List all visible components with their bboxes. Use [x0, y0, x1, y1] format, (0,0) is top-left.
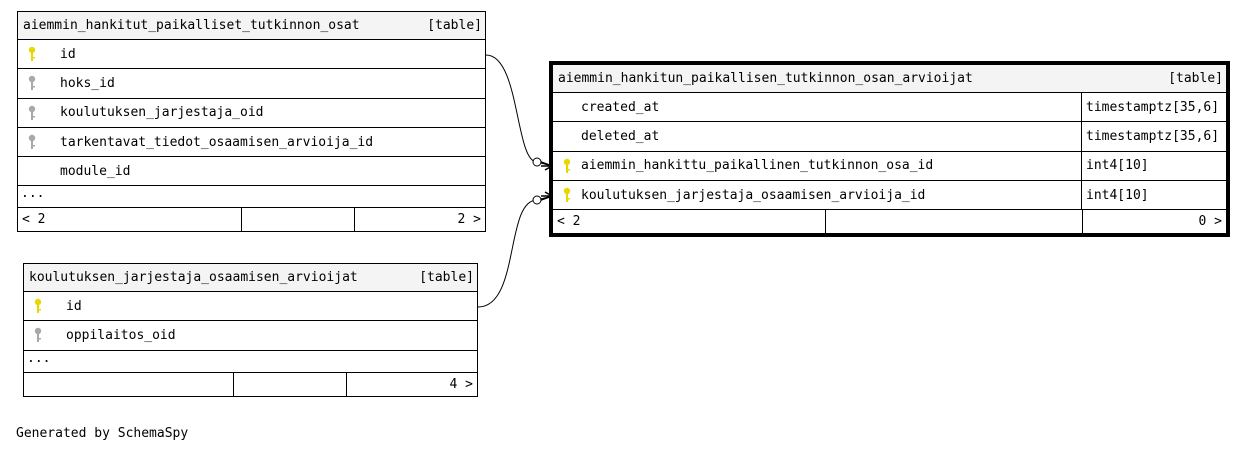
parents-count[interactable]: [24, 372, 234, 396]
column-name: module_id: [60, 163, 131, 179]
relationship-optional-marker-osa: [532, 157, 542, 167]
column-row[interactable]: id: [18, 40, 485, 70]
relationship-line-osa: [485, 54, 553, 167]
table-kind: [table]: [419, 270, 474, 285]
relationship-crowfoot-arvioija: [540, 191, 553, 201]
column-name: id: [66, 298, 82, 314]
rows-count: [242, 208, 355, 232]
column-row[interactable]: module_id: [18, 157, 485, 187]
column-row[interactable]: tarkentavat_tiedot_osaamisen_arvioija_id: [18, 128, 485, 158]
table-kind: [table]: [1168, 71, 1223, 86]
children-count[interactable]: 4 >: [449, 376, 473, 392]
column-name: deleted_at: [581, 128, 660, 144]
table-name: aiemmin_hankitun_paikallisen_tutkinnon_o…: [558, 71, 973, 86]
column-name: created_at: [581, 99, 660, 115]
children-count[interactable]: 0 >: [1198, 214, 1222, 230]
column-name: id: [60, 46, 76, 62]
relationship-optional-marker-arvioija: [532, 195, 542, 205]
foreign-key-icon: [18, 134, 46, 150]
table-header[interactable]: aiemmin_hankitut_paikalliset_tutkinnon_o…: [18, 12, 485, 40]
column-type: int4[10]: [1081, 180, 1226, 210]
column-name: oppilaitos_oid: [66, 327, 176, 343]
table-footer: < 2 0 >: [553, 210, 1226, 234]
table-header[interactable]: koulutuksen_jarjestaja_osaamisen_arvioij…: [24, 264, 477, 292]
table-footer: < 2 2 >: [18, 208, 485, 232]
table-footer: 4 >: [24, 372, 477, 396]
relationship-crowfoot-osa: [540, 161, 553, 171]
column-name: aiemmin_hankittu_paikallinen_tutkinnon_o…: [581, 158, 934, 174]
foreign-key-icon: [18, 75, 46, 91]
table-name: aiemmin_hankitut_paikalliset_tutkinnon_o…: [23, 18, 360, 33]
column-row[interactable]: created_at timestamptz[35,6]: [553, 93, 1226, 123]
column-row[interactable]: deleted_at timestamptz[35,6]: [553, 122, 1226, 152]
rows-count: [826, 210, 1083, 234]
primary-key-icon: [553, 187, 581, 203]
column-row[interactable]: koulutuksen_jarjestaja_oid: [18, 99, 485, 128]
column-name: hoks_id: [60, 75, 115, 91]
table-header[interactable]: aiemmin_hankitun_paikallisen_tutkinnon_o…: [553, 65, 1226, 93]
column-row[interactable]: aiemmin_hankittu_paikallinen_tutkinnon_o…: [553, 151, 1226, 181]
foreign-key-icon: [18, 105, 46, 121]
column-name: koulutuksen_jarjestaja_osaamisen_arvioij…: [581, 187, 926, 203]
more-columns-ellipsis: ...: [24, 351, 477, 373]
foreign-key-icon: [24, 327, 52, 343]
table-kind: [table]: [427, 18, 482, 33]
rows-count: [234, 372, 347, 396]
parents-count[interactable]: < 2: [553, 210, 826, 234]
column-row[interactable]: id: [24, 292, 477, 322]
column-name: tarkentavat_tiedot_osaamisen_arvioija_id: [60, 134, 374, 150]
column-row[interactable]: hoks_id: [18, 69, 485, 99]
parents-count[interactable]: < 2: [18, 208, 242, 232]
column-name: koulutuksen_jarjestaja_oid: [60, 105, 264, 121]
column-list: created_at timestamptz[35,6] deleted_at tim…: [553, 93, 1226, 211]
column-type: int4[10]: [1081, 151, 1226, 180]
column-row[interactable]: koulutuksen_jarjestaja_osaamisen_arvioij…: [553, 180, 1226, 211]
children-count[interactable]: 2 >: [457, 212, 481, 228]
table-koulutuksen-jarjestaja-osaamisen-arvioijat[interactable]: koulutuksen_jarjestaja_osaamisen_arvioij…: [23, 263, 478, 397]
column-list: id oppilaitos_oid: [24, 292, 477, 351]
table-aiemmin-hankitun-paikallisen-tutkinnon-osan-arvioijat[interactable]: aiemmin_hankitun_paikallisen_tutkinnon_o…: [549, 60, 1230, 238]
generated-by-credit: Generated by SchemaSpy: [16, 426, 189, 441]
primary-key-icon: [18, 46, 46, 62]
column-type: timestamptz[35,6]: [1081, 122, 1226, 151]
relationship-line-arvioija: [477, 195, 553, 308]
table-aiemmin-hankitut-paikalliset-tutkinnon-osat[interactable]: aiemmin_hankitut_paikalliset_tutkinnon_o…: [17, 11, 486, 233]
column-row[interactable]: oppilaitos_oid: [24, 321, 477, 351]
table-name: koulutuksen_jarjestaja_osaamisen_arvioij…: [29, 270, 358, 285]
primary-key-icon: [553, 158, 581, 174]
primary-key-icon: [24, 298, 52, 314]
column-type: timestamptz[35,6]: [1081, 93, 1226, 122]
more-columns-ellipsis: ...: [18, 186, 485, 209]
